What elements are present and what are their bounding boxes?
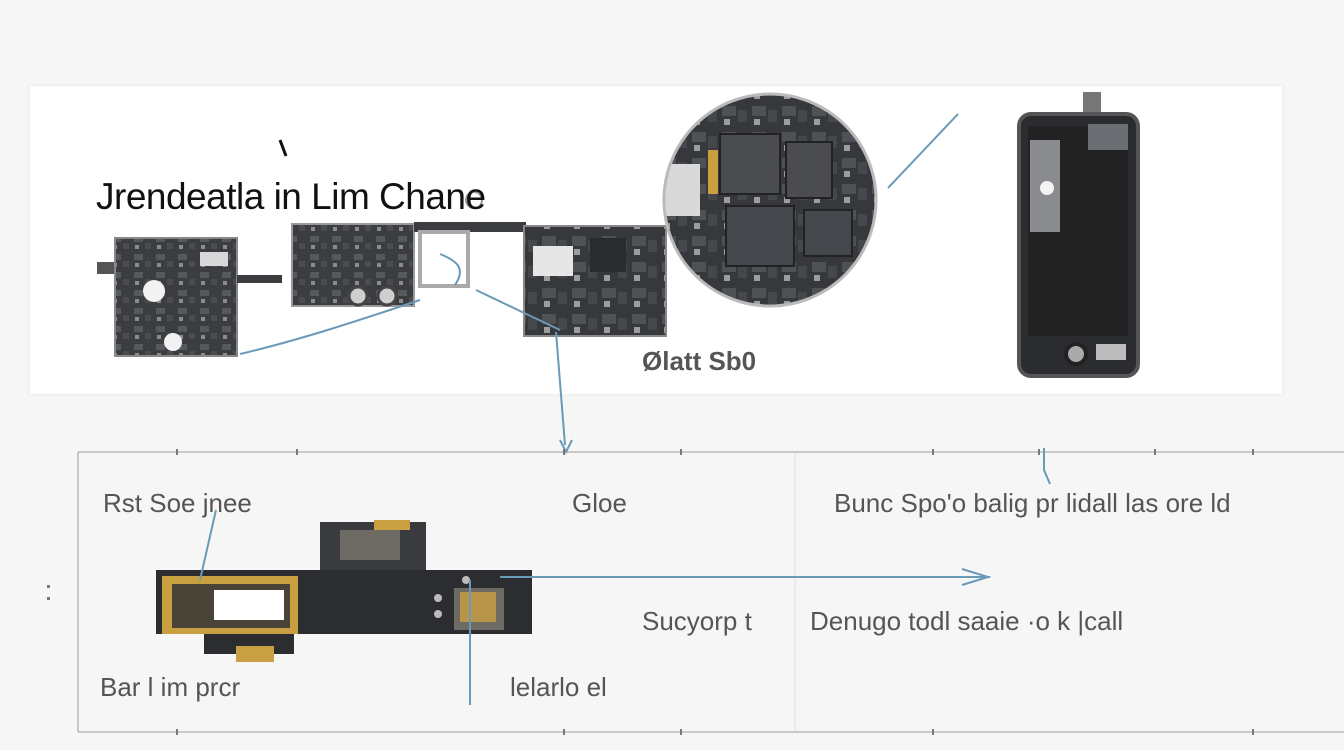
grid-label-row1-col3: Bunc Spo'o balig pr lidall las ore ld [834, 488, 1231, 518]
grid-label-row1-col2: Gloe [572, 488, 627, 518]
diagram-title: Jrendeatla in Lim Chane [96, 176, 486, 217]
grid-ticks [47, 449, 1254, 735]
grid-lines [77, 451, 1344, 733]
camera-module-board [291, 222, 526, 307]
logic-board-left [97, 237, 282, 357]
phone-frame [1017, 92, 1140, 378]
logic-board-middle [523, 225, 667, 337]
grid-label-row1-col1: Rst Soe jnee [103, 488, 252, 518]
grid-label-row3-col1: Bar l im prcr [100, 672, 241, 702]
grid-label-row2-col3a: Sucyorp t [642, 606, 752, 636]
grid-arrows [199, 448, 1051, 705]
connector-lines [239, 113, 959, 455]
zoomed-board-detail [662, 92, 878, 308]
flex-bracket [418, 191, 483, 288]
flex-cable-assembly [156, 520, 532, 662]
grid-label-row3-col2: lelarlo el [510, 672, 607, 702]
grid-label-row2-col3b: Denugo todl saaie ·o k |call [810, 606, 1124, 636]
board-caption: Ølatt Sb0 [642, 346, 757, 376]
